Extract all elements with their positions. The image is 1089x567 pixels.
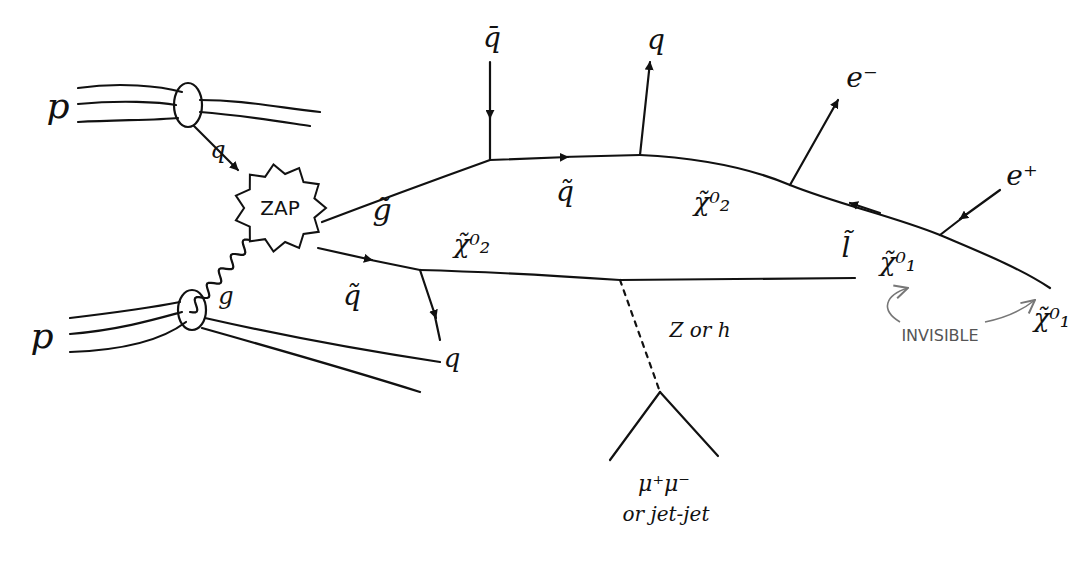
parton-line (78, 85, 182, 92)
antiquark-line (489, 112, 491, 160)
positron-line (960, 190, 1000, 219)
gluon-line (190, 240, 250, 313)
parton-line (70, 302, 180, 318)
electron-line (790, 100, 838, 185)
squark-line (318, 248, 372, 260)
particle-label: q (210, 138, 225, 162)
decay-label: μ⁺μ⁻ (638, 473, 690, 495)
proton-label: p (46, 88, 69, 124)
decay-label: or jet-jet (623, 504, 710, 524)
spectator-line (200, 112, 310, 126)
squark-line (366, 259, 420, 270)
squark-line (490, 157, 568, 160)
proton-blob (178, 290, 206, 330)
parton-line (78, 118, 178, 122)
quark-line (194, 126, 238, 170)
particle-label: g (218, 284, 233, 308)
particle-label: χ̃⁰₂ (694, 189, 731, 215)
quark-line (434, 312, 440, 340)
particle-label: g̃ (372, 195, 391, 225)
annotation-text: INVISIBLE (901, 328, 978, 344)
neutralino-line (420, 270, 620, 280)
spectator-line (202, 328, 420, 392)
particle-label: e⁻ (846, 64, 877, 92)
particle-label: χ̃⁰₂ (454, 231, 491, 257)
decay-line (660, 392, 718, 456)
antiquark-line (489, 62, 491, 118)
invisible-pointer (888, 288, 908, 322)
squark-line (562, 155, 640, 157)
parton-line (78, 102, 176, 105)
zap-starburst: ZAP (232, 162, 328, 254)
spectator-line (205, 318, 440, 362)
decay-line (610, 392, 660, 460)
particle-label: q̃ (556, 178, 574, 206)
slepton-arrow (850, 203, 880, 213)
particle-label: χ̃⁰₁ (1034, 305, 1071, 331)
proton-blob (174, 83, 202, 127)
parton-line (70, 322, 186, 352)
boson-label: Z or h (669, 320, 730, 340)
particle-label: χ̃⁰₁ (880, 249, 917, 275)
positron-line (940, 218, 962, 235)
boson-line (620, 280, 660, 392)
particle-label: e⁺ (1006, 162, 1037, 190)
node-text: ZAP (260, 196, 299, 220)
particle-label: q (444, 345, 461, 371)
quark-line (420, 270, 436, 318)
spectator-line (200, 100, 320, 112)
invisible-pointer (985, 300, 1035, 322)
particle-label: q̃ (343, 282, 361, 310)
particle-label: l̃ (842, 234, 851, 262)
neutralino-line (620, 278, 855, 280)
gluino-line (322, 160, 490, 222)
particle-label: q̄ (483, 24, 501, 52)
proton-label: p (30, 318, 53, 354)
parton-line (70, 312, 182, 334)
neutralino-line (640, 155, 1050, 288)
particle-label: q (647, 26, 665, 54)
quark-line (640, 62, 650, 155)
